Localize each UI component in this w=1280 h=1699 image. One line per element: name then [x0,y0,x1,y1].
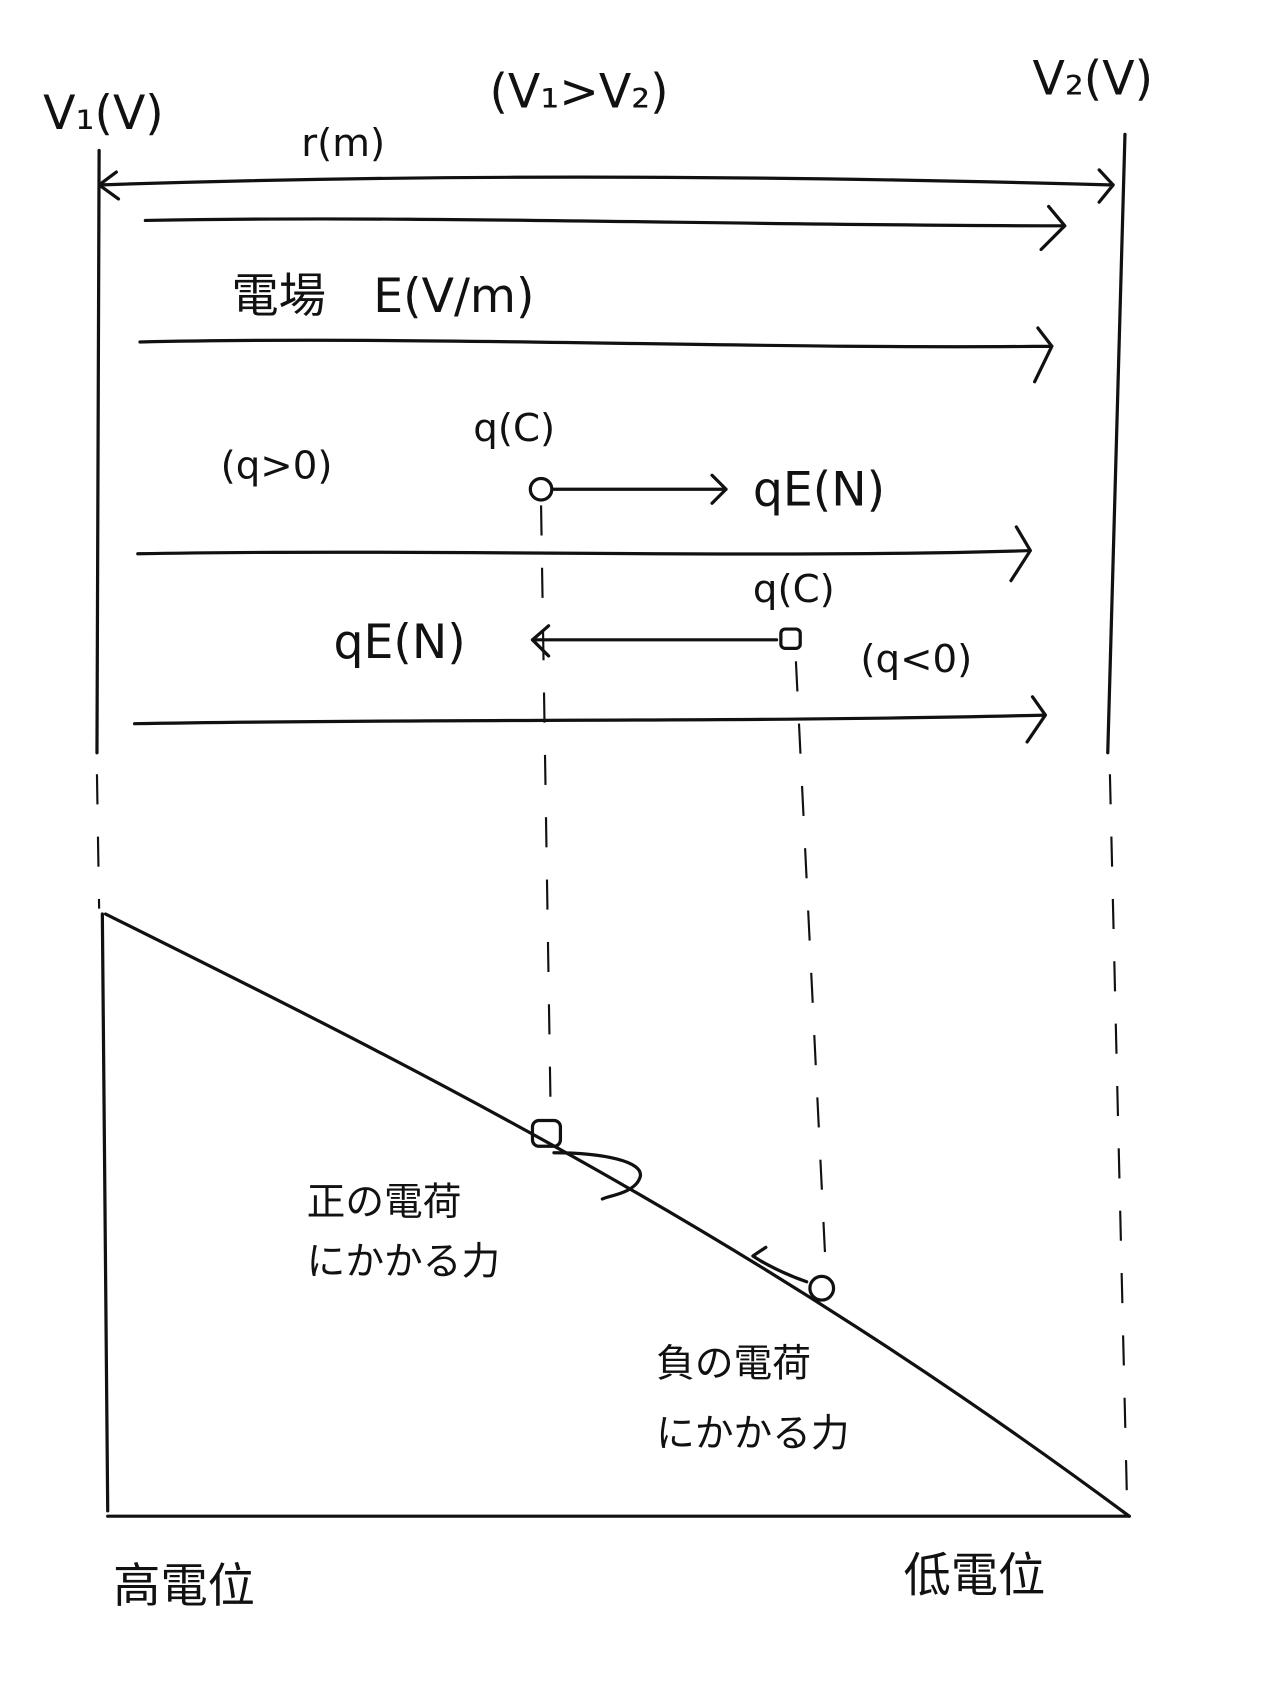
high-potential-label: 高電位 [113,1559,255,1614]
positive-caption-line1: 正の電荷 [307,1180,462,1225]
positive-caption-line2: にかかる力 [307,1239,501,1284]
negative-charge-label: q(C) [753,567,835,612]
negative-charge-on-slope-icon [808,1274,836,1302]
field-line [143,204,1067,252]
potential-left-edge [100,912,110,1513]
field-line [132,695,1048,744]
negative-force-arrow [530,624,779,658]
negative-sign-label: (q<0) [860,637,972,682]
positive-charge-on-slope-icon [530,1118,563,1148]
left-projection-dash [95,774,101,909]
negative-charge-icon [779,627,802,651]
positive-charge-label: q(C) [473,406,555,451]
positive-force-label: qE(N) [753,462,885,517]
field-lines [132,204,1067,744]
right-plate-line [1106,132,1127,755]
negative-force-label: qE(N) [334,615,466,670]
right-projection-dash [1108,774,1129,1506]
field-label: 電場 E(V/m) [231,269,534,324]
v2-label: V₂(V) [1032,52,1153,107]
low-potential-label: 低電位 [903,1548,1045,1603]
negative-caption-line2: にかかる力 [656,1411,850,1456]
positive-slope-force-arrow [552,1151,642,1201]
left-plate-line [95,148,101,755]
v1-label: V₁(V) [43,86,164,141]
positive-force-arrow [552,473,728,505]
condition-label: (V₁>V₂) [489,65,668,120]
distance-label: r(m) [301,121,385,166]
negative-caption-line1: 負の電荷 [656,1341,811,1386]
negative-charge-projection [794,661,828,1275]
positive-sign-label: (q>0) [221,444,333,489]
positive-charge-projection [539,505,552,1119]
field-line [136,525,1032,583]
potential-slope [103,912,1131,1518]
negative-slope-force-arrow [751,1245,809,1284]
field-line [138,326,1054,384]
distance-arrow [97,168,1115,204]
positive-charge-icon [528,476,554,502]
